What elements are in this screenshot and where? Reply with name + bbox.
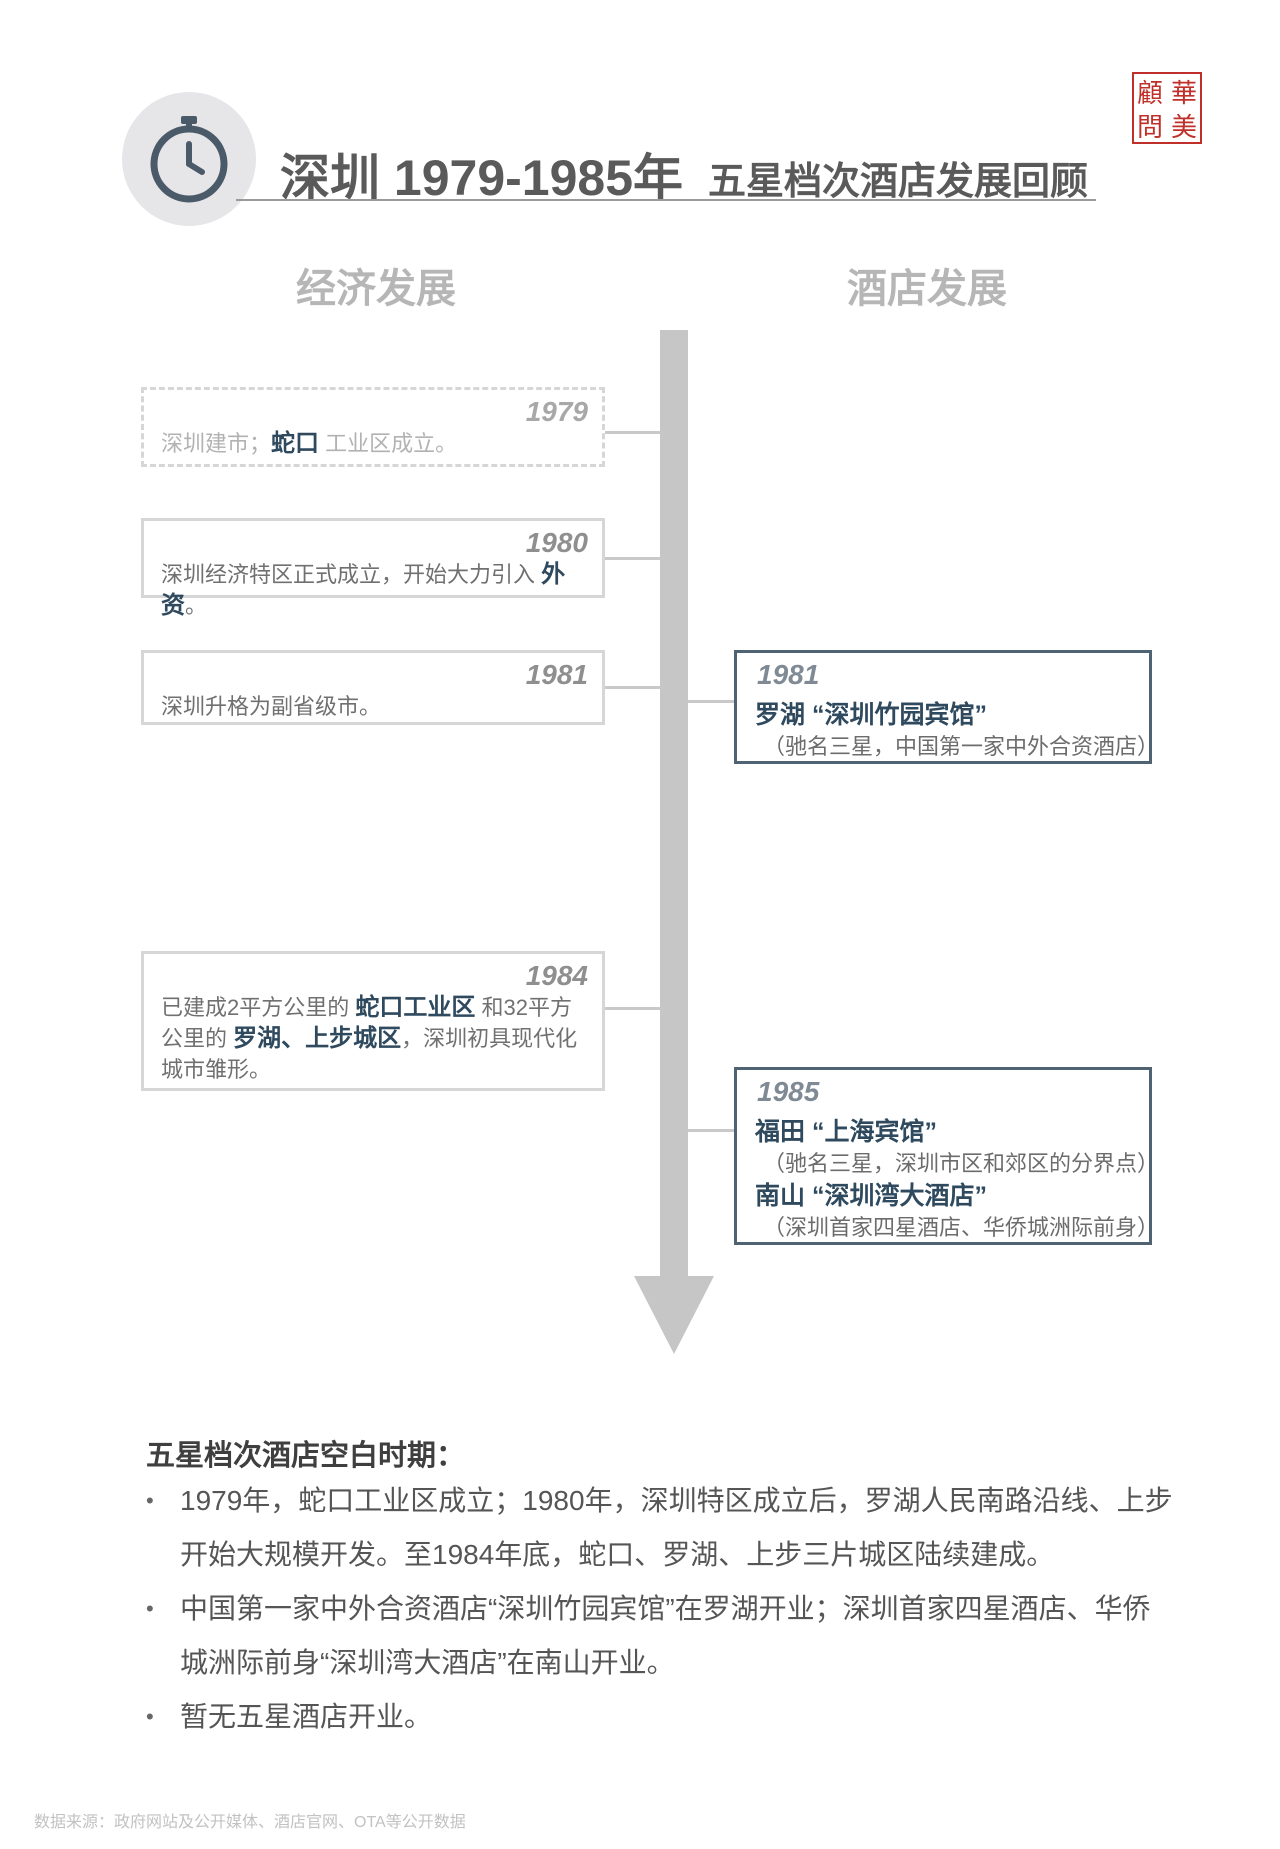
event-text: 深圳建市；蛇口 工业区成立。 (161, 430, 458, 457)
page-title: 深圳 1979-1985年 (280, 150, 684, 206)
hotel-event-1985: 1985 福田 “上海宾馆” （驰名三星，深圳市区和郊区的分界点） 南山 “深圳… (734, 1067, 1159, 1245)
hotel-note: （驰名三星，中国第一家中外合资酒店） (763, 734, 1160, 759)
hotel-name: 南山 “深圳湾大酒店” (755, 1182, 987, 1210)
timeline-tick (605, 557, 661, 560)
hotel-name: 罗湖 “深圳竹园宾馆” (755, 701, 987, 729)
list-item: • 暂无五星酒店开业。 (146, 1690, 1176, 1744)
timeline-tick (605, 431, 661, 434)
event-year: 1981 (525, 659, 588, 690)
svg-text:美: 美 (1171, 113, 1197, 143)
title-underline (236, 199, 1096, 201)
economy-event-1979: 1979 深圳建市；蛇口 工业区成立。 (141, 387, 605, 467)
highlight-term: 蛇口工业区 (355, 994, 476, 1021)
event-text: 深圳升格为副省级市。 (161, 694, 382, 719)
summary-title: 五星档次酒店空白时期： (146, 1440, 466, 1472)
svg-text:顧: 顧 (1137, 79, 1163, 109)
bullet-dot-icon: • (146, 1488, 154, 1513)
clock-badge (122, 92, 256, 226)
event-year: 1984 (525, 960, 588, 991)
list-item: • 中国第一家中外合资酒店“深圳竹园宾馆”在罗湖开业；深圳首家四星酒店、华侨城洲… (146, 1582, 1176, 1690)
timeline-tick (605, 1007, 661, 1010)
hotel-event-1981: 1981 罗湖 “深圳竹园宾馆” （驰名三星，中国第一家中外合资酒店） (734, 650, 1159, 764)
page-subtitle: 五星档次酒店发展回顾 (708, 161, 1089, 203)
timeline-arrow-icon (634, 1276, 714, 1354)
data-source-note: 数据来源：政府网站及公开媒体、酒店官网、OTA等公开数据 (34, 1814, 466, 1831)
event-year: 1980 (525, 527, 588, 558)
timeline-tick (688, 700, 734, 703)
highlight-term: 蛇口 (271, 430, 320, 457)
economy-event-1980: 1980 深圳经济特区正式成立，开始大力引入 外资。 (141, 518, 605, 619)
event-text: 已建成2平方公里的 蛇口工业区 和32平方公里的 罗湖、上步城区，深圳初具现代化… (161, 994, 578, 1082)
event-year: 1981 (757, 659, 820, 690)
timeline-tick (605, 686, 661, 689)
svg-text:問: 問 (1137, 113, 1163, 143)
event-year: 1979 (525, 396, 588, 427)
timeline-spine (660, 330, 688, 1285)
timeline-tick (688, 1129, 734, 1132)
bullet-dot-icon: • (146, 1704, 154, 1729)
summary-list: • 1979年，蛇口工业区成立；1980年，深圳特区成立后，罗湖人民南路沿线、上… (146, 1474, 1176, 1744)
stopwatch-icon (150, 116, 228, 203)
hotel-name: 福田 “上海宾馆” (755, 1118, 937, 1146)
event-year: 1985 (757, 1076, 820, 1107)
brand-seal-logo: 顧 華 問 美 (1132, 72, 1202, 144)
column-header-hotel: 酒店发展 (847, 267, 1007, 311)
economy-event-1984: 1984 已建成2平方公里的 蛇口工业区 和32平方公里的 罗湖、上步城区，深圳… (141, 951, 605, 1091)
event-text: 深圳经济特区正式成立，开始大力引入 外资。 (161, 561, 566, 619)
list-item: • 1979年，蛇口工业区成立；1980年，深圳特区成立后，罗湖人民南路沿线、上… (146, 1474, 1176, 1582)
svg-text:華: 華 (1171, 79, 1197, 109)
highlight-term: 外资 (161, 561, 566, 619)
bullet-dot-icon: • (146, 1596, 154, 1621)
hotel-note: （深圳首家四星酒店、华侨城洲际前身） (763, 1215, 1160, 1240)
column-header-economy: 经济发展 (296, 267, 456, 311)
economy-event-1981: 1981 深圳升格为副省级市。 (141, 650, 605, 725)
hotel-note: （驰名三星，深圳市区和郊区的分界点） (763, 1151, 1160, 1176)
highlight-term: 罗湖、上步城区 (233, 1025, 402, 1052)
